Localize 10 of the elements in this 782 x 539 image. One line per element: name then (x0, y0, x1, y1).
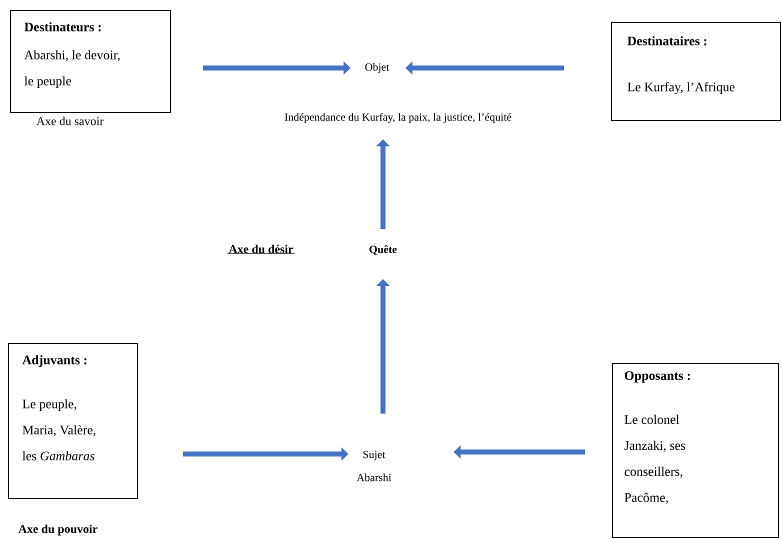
text-label: Quête (369, 245, 397, 255)
text-box: Opposants : Le colonel Janzaki, ses conseillers, Pacôme, (612, 363, 779, 538)
text-box: Adjuvants : Le peuple, Maria, Valère, les Gambaras (8, 343, 138, 499)
text-box: Destinateurs : Abarshi, le devoir, le peuple (10, 10, 171, 113)
axis-label: Axe du pouvoir (18, 524, 98, 536)
axis-label: Axe du désir (227, 244, 295, 254)
text-label: Objet (365, 63, 390, 73)
caption-text: Indépendance du Kurfay, la paix, la justice, l’équité (284, 112, 512, 124)
text-label: Sujet Abarshi (356, 450, 392, 482)
text-box: Destinataires : Le Kurfay, l’Afrique (611, 22, 781, 121)
